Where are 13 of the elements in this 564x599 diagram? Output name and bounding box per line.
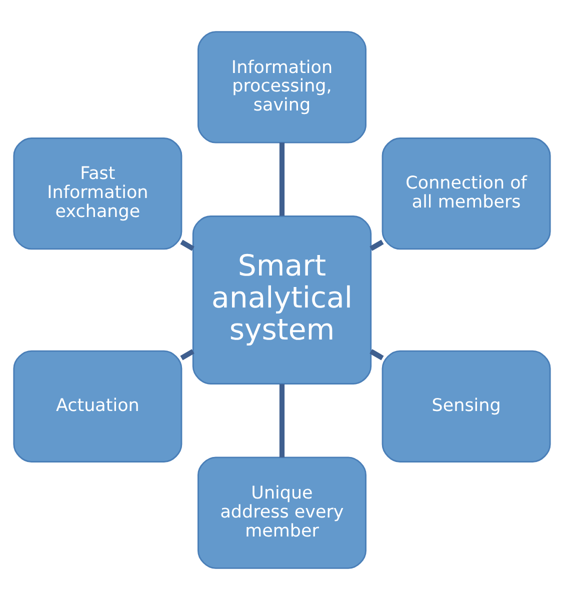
- node-box: Sensing: [382, 350, 551, 462]
- connector: [180, 239, 194, 250]
- node-box: Smart analytical system: [192, 215, 372, 384]
- node-box: Fast Information exchange: [13, 137, 182, 250]
- node-box: Information processing, saving: [198, 30, 366, 143]
- connector: [370, 239, 384, 250]
- node-box: Connection of all members: [382, 137, 551, 250]
- connector: [279, 384, 285, 457]
- connector: [370, 348, 384, 360]
- connector: [279, 142, 285, 216]
- node-box: Unique address every member: [198, 456, 366, 568]
- node-box: Actuation: [13, 350, 182, 462]
- connector: [180, 348, 194, 360]
